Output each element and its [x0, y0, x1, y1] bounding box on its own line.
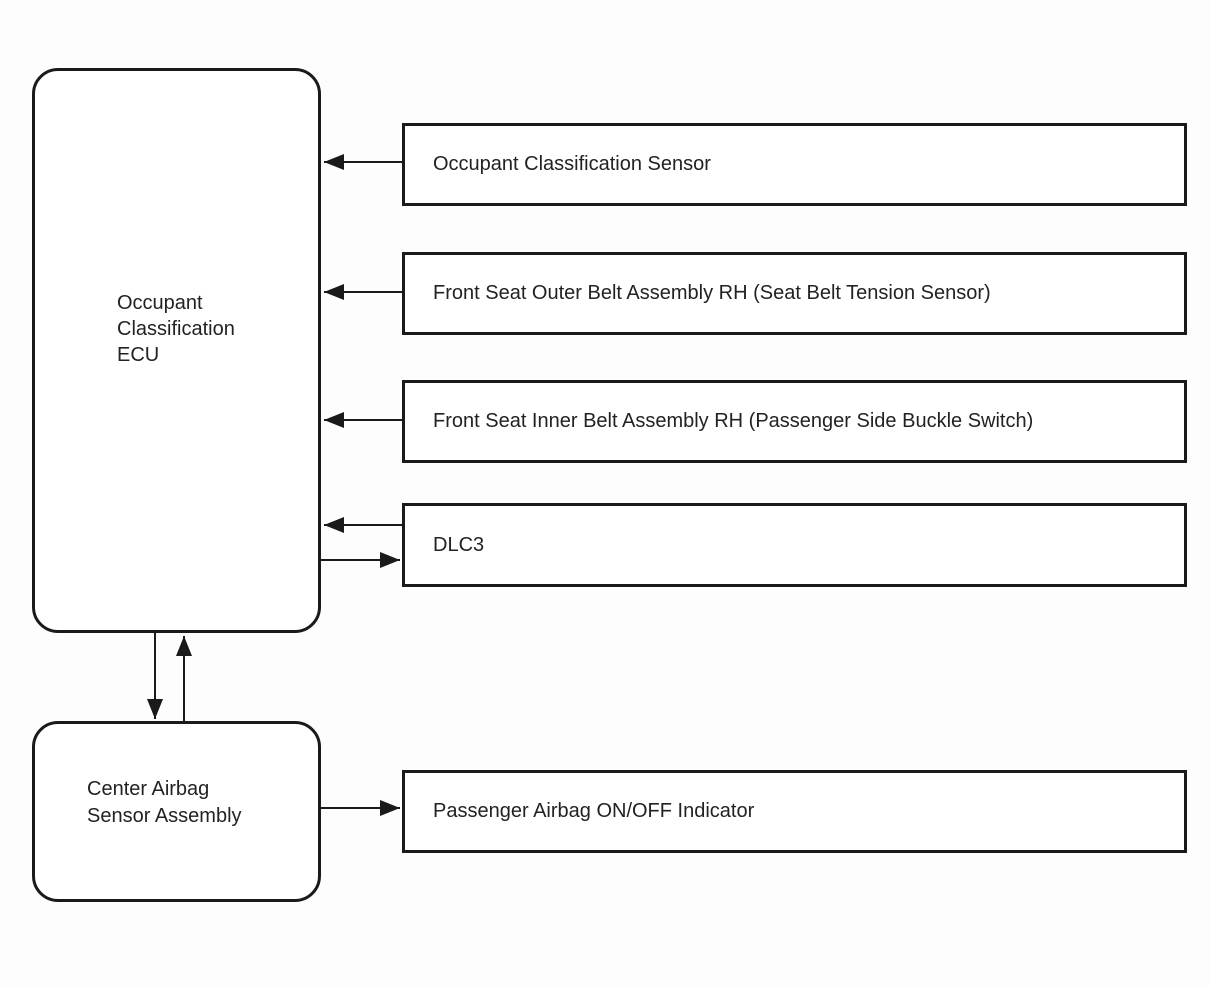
node-label-line: Classification: [117, 318, 235, 340]
node-label: Occupant Classification ECU: [117, 290, 235, 368]
node-occupant-classification-ecu: Occupant Classification ECU: [32, 68, 321, 633]
node-label: DLC3: [433, 533, 485, 556]
node-label-line: Center Airbag: [87, 778, 210, 800]
node-label-line: Sensor Assembly: [87, 805, 242, 827]
node-label: Occupant Classification Sensor: [433, 153, 711, 175]
node-label-line: Occupant: [117, 292, 203, 314]
node-label-line: ECU: [117, 344, 160, 366]
node-occupant-classification-sensor: Occupant Classification Sensor: [402, 123, 1187, 206]
node-label: Center Airbag Sensor Assembly: [87, 776, 242, 830]
node-dlc3: DLC3: [402, 503, 1187, 587]
node-label: Front Seat Outer Belt Assembly RH (Seat …: [433, 282, 991, 304]
node-front-seat-inner-belt-assembly-rh: Front Seat Inner Belt Assembly RH (Passe…: [402, 380, 1187, 463]
node-center-airbag-sensor-assembly: Center Airbag Sensor Assembly: [32, 721, 321, 902]
node-front-seat-outer-belt-assembly-rh: Front Seat Outer Belt Assembly RH (Seat …: [402, 252, 1187, 335]
node-passenger-airbag-on-off-indicator: Passenger Airbag ON/OFF Indicator: [402, 770, 1187, 853]
node-label: Passenger Airbag ON/OFF Indicator: [433, 800, 755, 822]
node-label: Front Seat Inner Belt Assembly RH (Passe…: [433, 410, 1034, 432]
